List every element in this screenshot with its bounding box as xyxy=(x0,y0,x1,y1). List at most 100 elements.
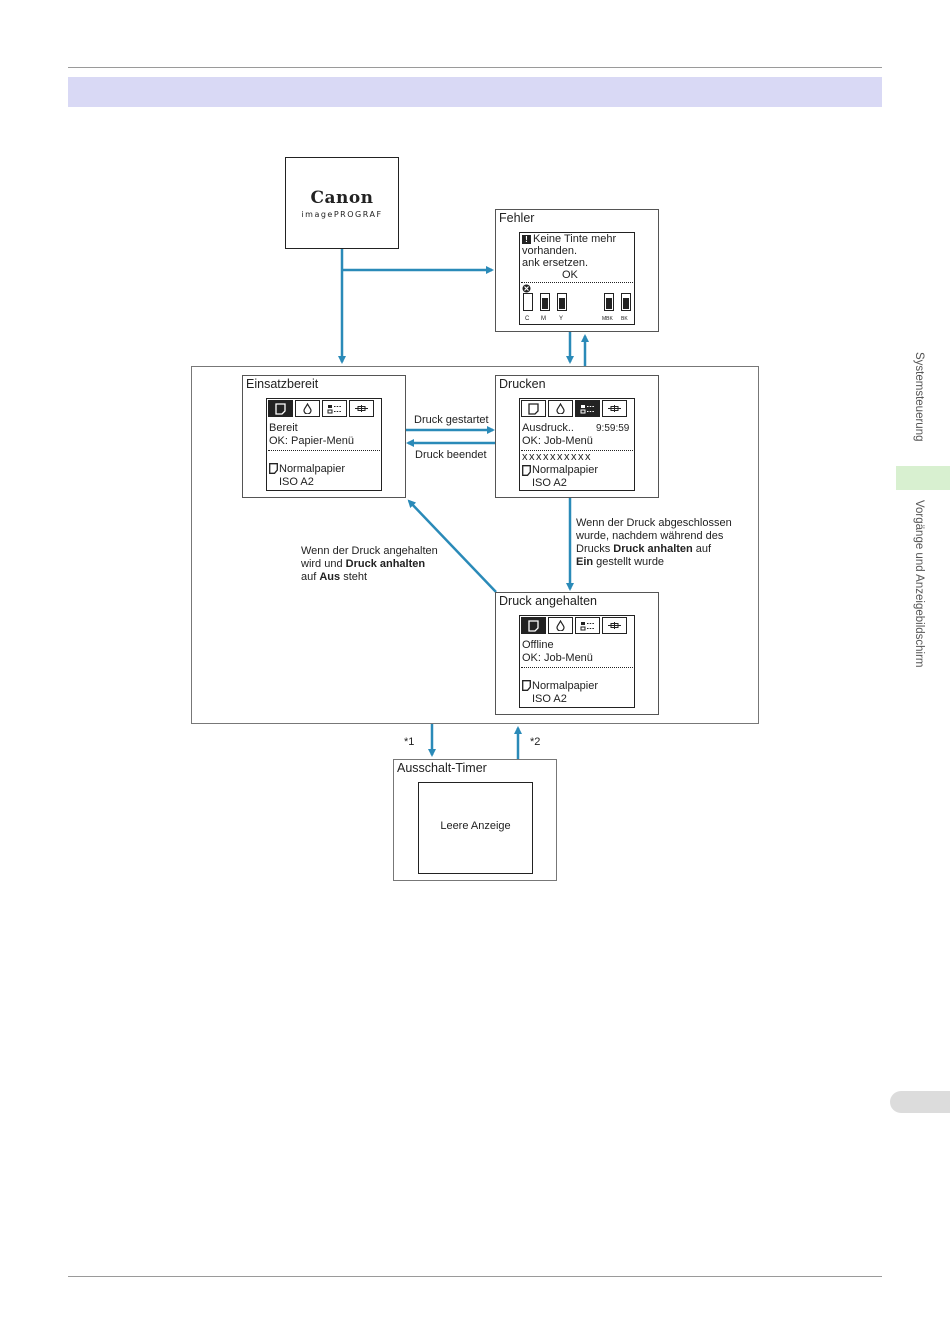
state-title: Drucken xyxy=(499,377,546,391)
job-list-icon xyxy=(580,621,594,630)
state-druck-angehalten: Druck angehalten Offline OK: Job-Menü No… xyxy=(495,592,659,715)
blank-screen-label: Leere Anzeige xyxy=(440,820,511,832)
tab-paper[interactable] xyxy=(521,400,546,417)
page-number-tab[interactable] xyxy=(890,1091,950,1113)
product-logo: imagePROGRAF xyxy=(301,210,383,219)
ink-tank-m xyxy=(540,293,550,311)
state-title: Ausschalt-Timer xyxy=(397,761,487,775)
menu-hint: OK: Job-Menü xyxy=(522,652,593,664)
lcd-druck-angehalten: Offline OK: Job-Menü Normalpapier ISO A2 xyxy=(519,615,635,708)
tab-jobs[interactable] xyxy=(575,617,600,634)
top-rule xyxy=(68,67,882,68)
lcd-einsatzbereit: Bereit OK: Papier-Menü Normalpapier ISO … xyxy=(266,398,382,491)
paper-type: Normalpapier xyxy=(279,463,346,475)
state-ausschalt-timer: Ausschalt-Timer Leere Anzeige xyxy=(393,759,557,881)
settings-icon xyxy=(608,405,621,412)
label-druck-beendet: Druck beendet xyxy=(415,449,487,461)
status-line: Ausdruck.. xyxy=(522,422,574,434)
tab-jobs[interactable] xyxy=(322,400,347,417)
tab-ink[interactable] xyxy=(295,400,320,417)
menu-hint: OK: Job-Menü xyxy=(522,435,593,447)
bottom-rule xyxy=(68,1276,882,1277)
tab-paper[interactable] xyxy=(268,400,293,417)
tab-settings[interactable] xyxy=(349,400,374,417)
ink-drop-icon xyxy=(556,620,565,631)
brand-logo: Canon xyxy=(310,188,374,208)
error-line-1: Keine Tinte mehr xyxy=(533,233,617,245)
remaining-time: 9:59:59 xyxy=(596,423,630,434)
ink-tank-mbk xyxy=(604,293,614,311)
error-line-2: vorhanden. xyxy=(522,245,578,257)
divider xyxy=(521,282,633,283)
menu-hint: OK: Papier-Menü xyxy=(269,435,354,447)
paper-type: Normalpapier xyxy=(532,680,599,692)
settings-icon xyxy=(608,622,621,629)
job-list-icon xyxy=(327,404,341,413)
section-header-band xyxy=(68,77,882,107)
warning-icon: ! xyxy=(522,235,531,244)
sidebar-section-anzeige[interactable]: Vorgänge und Anzeigebildschirm xyxy=(913,500,925,668)
job-list-icon xyxy=(580,404,594,413)
settings-icon xyxy=(355,405,368,412)
note-finished-line-2: wurde, nachdem während des xyxy=(576,530,724,542)
divider xyxy=(521,450,633,451)
state-drucken: Drucken Ausdruck.. 9:59:59 OK: Job-Menü … xyxy=(495,375,659,498)
tab-paper[interactable] xyxy=(521,617,546,634)
ink-tank-bk xyxy=(621,293,631,311)
ink-label-bk: BK xyxy=(621,316,628,322)
label-druck-gestartet: Druck gestartet xyxy=(414,414,489,426)
ink-label-m: M xyxy=(541,316,546,322)
paper-icon xyxy=(522,465,531,476)
ink-tank-y xyxy=(557,293,567,311)
sidebar-section-systemsteuerung[interactable]: Systemsteuerung xyxy=(913,352,925,442)
tab-ink[interactable] xyxy=(548,617,573,634)
ink-drop-icon xyxy=(303,403,312,414)
state-einsatzbereit: Einsatzbereit Bereit OK: Papier-Menü Nor… xyxy=(242,375,406,498)
ink-label-mbk: MBK xyxy=(602,316,613,322)
state-title: Fehler xyxy=(499,211,535,225)
divider xyxy=(521,667,633,668)
paper-size: ISO A2 xyxy=(532,477,567,489)
tab-settings[interactable] xyxy=(602,617,627,634)
ink-label-c: C xyxy=(525,316,530,322)
lcd-ausschalt-timer: Leere Anzeige xyxy=(418,782,533,874)
lcd-tab-bar xyxy=(521,617,627,636)
note-finished-line-3: Drucks Druck anhalten auf xyxy=(576,543,712,555)
printer-logo: Canon imagePROGRAF xyxy=(285,157,399,249)
tab-ink[interactable] xyxy=(548,400,573,417)
note-finished-line-1: Wenn der Druck abgeschlossen xyxy=(576,517,732,529)
ok-label: OK xyxy=(562,269,578,281)
note-marker-2: *2 xyxy=(530,736,541,748)
paper-icon xyxy=(528,619,539,632)
tab-jobs[interactable] xyxy=(575,400,600,417)
divider xyxy=(268,450,380,451)
state-title: Einsatzbereit xyxy=(246,377,319,391)
operating-states-area xyxy=(191,366,759,724)
ink-tank-c xyxy=(523,293,533,311)
error-line-3: ank ersetzen. xyxy=(522,257,589,269)
note-paused-line-3: auf Aus steht xyxy=(301,571,368,583)
paper-icon xyxy=(275,402,286,415)
ink-drop-icon xyxy=(556,403,565,414)
paper-size: ISO A2 xyxy=(532,693,567,705)
note-marker-1: *1 xyxy=(404,736,415,748)
ink-label-y: Y xyxy=(559,316,564,322)
paper-icon xyxy=(528,402,539,415)
status-line: Offline xyxy=(522,639,554,651)
paper-icon xyxy=(269,463,278,474)
paper-type: Normalpapier xyxy=(532,464,599,476)
note-paused-line-1: Wenn der Druck angehalten xyxy=(301,545,438,557)
paper-icon xyxy=(522,680,531,691)
lcd-drucken: Ausdruck.. 9:59:59 OK: Job-Menü xxxxxxxx… xyxy=(519,398,635,491)
empty-ink-icon xyxy=(522,284,531,293)
tab-settings[interactable] xyxy=(602,400,627,417)
job-name: xxxxxxxxxx xyxy=(522,451,592,463)
state-title: Druck angehalten xyxy=(499,594,597,608)
lcd-tab-bar xyxy=(521,400,627,419)
note-paused-line-2: wird und Druck anhalten xyxy=(301,558,426,570)
paper-size: ISO A2 xyxy=(279,476,314,488)
lcd-fehler: ! Keine Tinte mehr vorhanden. ank ersetz… xyxy=(519,232,635,325)
sidebar-active-marker xyxy=(896,466,950,490)
arrow-angehalten-to-einsatzbereit xyxy=(407,499,497,593)
